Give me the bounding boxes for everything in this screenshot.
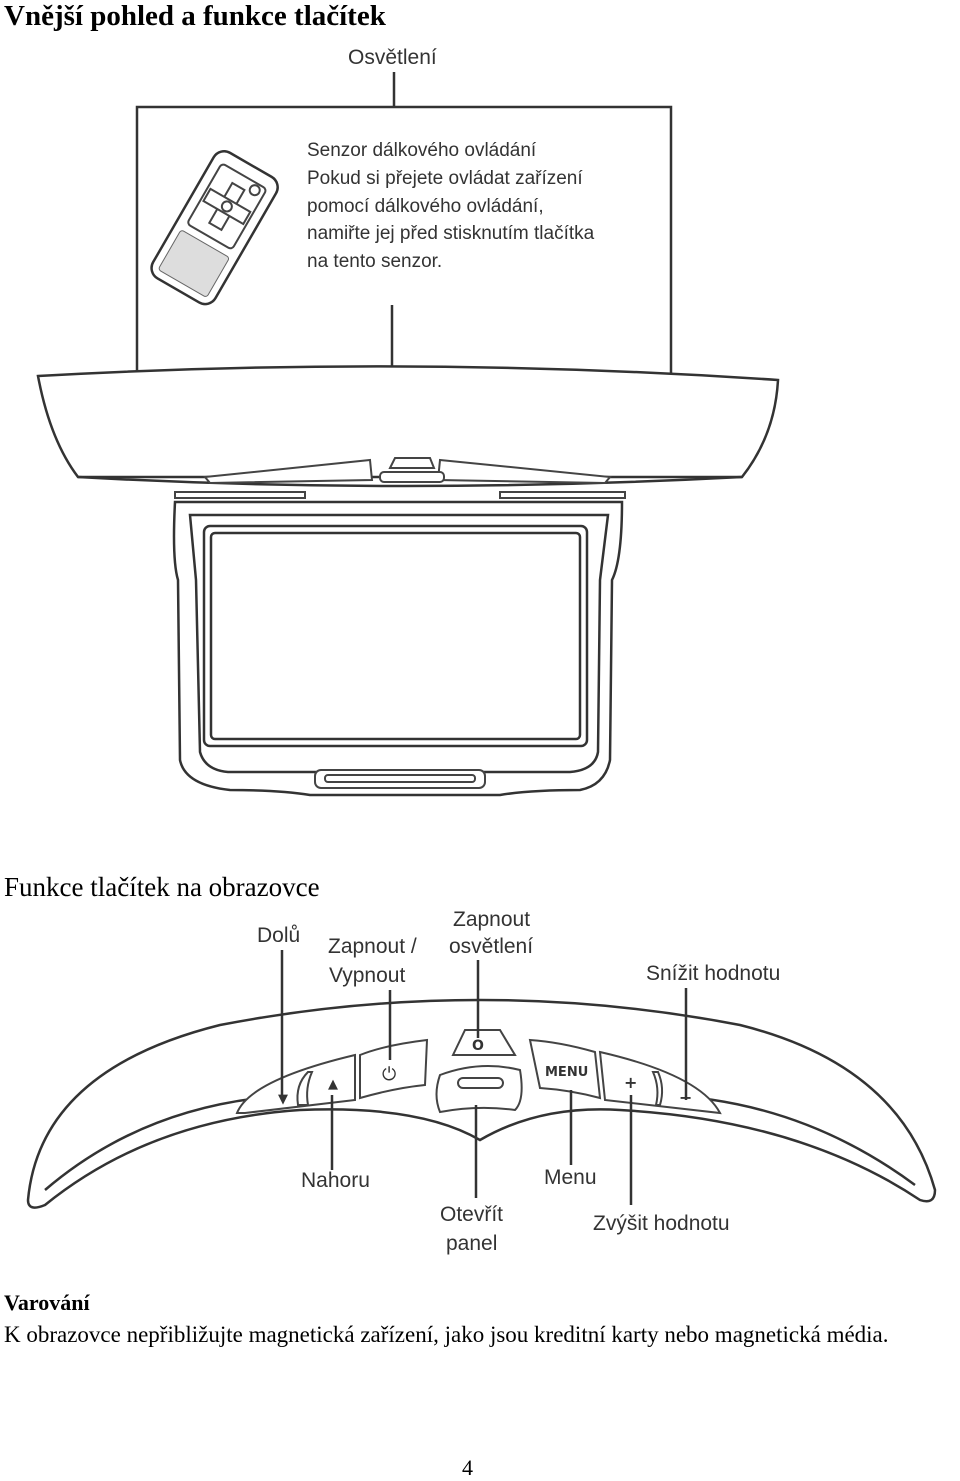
button-up[interactable]: ▲ [328, 1077, 338, 1092]
label-lighting: Osvětlení [348, 46, 437, 69]
button-menu[interactable] [528, 1038, 602, 1100]
section-title: Funkce tlačítek na obrazovce [4, 872, 320, 902]
button-light[interactable] [451, 1029, 517, 1056]
menu-icon: MENU [545, 1065, 588, 1080]
sensor-description: Senzor dálkového ovládání Pokud si přeje… [307, 140, 600, 272]
sensor-line-4: namiřte jej před stisknutím tlačítka [307, 223, 595, 244]
ceiling-housing [36, 365, 780, 479]
button-divider-right [651, 1071, 664, 1106]
up-arrow-icon: ▲ [328, 1077, 338, 1092]
sensor-line-1: Senzor dálkového ovládání [307, 140, 537, 161]
remote-control-icon [150, 150, 279, 306]
screen-inner-edge [209, 531, 582, 741]
button-power[interactable] [359, 1038, 429, 1100]
button-plus[interactable]: + [624, 1073, 637, 1092]
warning-text: K obrazovce nepřibližujte magnetická zař… [4, 1322, 889, 1347]
housing-button-strip [174, 457, 626, 499]
sensor-line-3: pomocí dálkového ovládání, [307, 196, 544, 217]
label-light-2: osvětlení [449, 935, 533, 958]
monitor-screen [202, 524, 589, 748]
exterior-view-diagram: Osvětlení Senzor dálkového ovládání Poku… [36, 46, 780, 797]
label-increase: Zvýšit hodnotu [593, 1212, 730, 1235]
label-decrease: Snížit hodnotu [646, 962, 780, 985]
label-menu: Menu [544, 1166, 597, 1189]
power-icon: ⏻ [382, 1064, 396, 1085]
sensor-line-5: na tento senzor. [307, 251, 442, 272]
handle-recess [324, 774, 476, 783]
light-icon: O [472, 1038, 484, 1054]
button-functions-diagram: Dolů Zapnout / Vypnout Zapnout osvětlení… [26, 908, 937, 1255]
label-up: Nahoru [301, 1169, 370, 1192]
housing-lower-edge [77, 475, 743, 488]
open-panel-slot-icon [457, 1077, 504, 1089]
label-down: Dolů [257, 924, 300, 947]
label-power-1: Zapnout / [328, 935, 417, 958]
label-open-1: Otevřít [440, 1203, 503, 1226]
warning-heading: Varování [4, 1290, 90, 1315]
label-open-2: panel [446, 1232, 497, 1255]
plus-icon: + [624, 1073, 637, 1092]
monitor-inner-bezel [188, 513, 610, 774]
button-group-left [235, 1053, 356, 1114]
page-number: 4 [462, 1455, 473, 1480]
page-title: Vnější pohled a funkce tlačítek [4, 0, 386, 32]
button-divider-left [296, 1071, 314, 1106]
label-light-1: Zapnout [453, 908, 530, 931]
sensor-callout-frame [135, 105, 673, 420]
label-power-2: Vypnout [329, 964, 405, 987]
sensor-line-2: Pokud si přejete ovládat zařízení [307, 168, 583, 189]
